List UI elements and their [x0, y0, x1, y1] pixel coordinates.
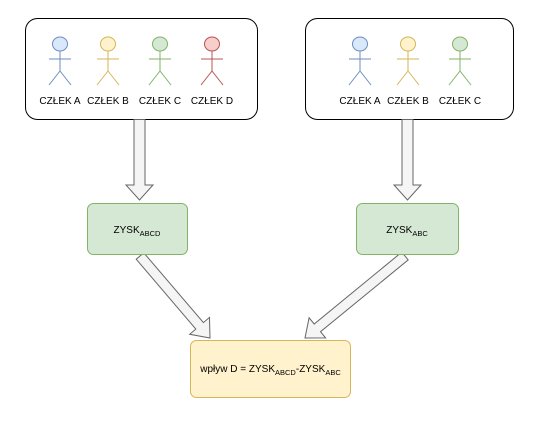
- profit-abc-label: ZYSKABC: [386, 225, 428, 238]
- profit-abc-node[interactable]: ZYSKABC: [356, 203, 459, 255]
- result-box: [190, 340, 351, 398]
- profit-abcd-label: ZYSKABCD: [114, 225, 162, 238]
- result-formula: wpływ D = ZYSKABCD-ZYSKABC: [199, 364, 341, 377]
- actor-left-b[interactable]: CZŁEK B: [87, 36, 129, 107]
- actor-head: [204, 36, 220, 52]
- actor-right-a[interactable]: CZŁEK A: [339, 36, 381, 107]
- actor-left-d[interactable]: CZŁEK D: [191, 36, 233, 107]
- actor-left-leg: [200, 70, 213, 86]
- actor-label: CZŁEK A: [39, 96, 80, 107]
- actor-icon: [396, 36, 420, 86]
- actor-right-leg: [59, 70, 72, 86]
- profit-abcd-box: [87, 203, 188, 255]
- actor-head: [52, 36, 68, 52]
- actor-left-leg: [48, 70, 61, 86]
- actor-icon: [96, 36, 120, 86]
- arrow-down-left[interactable]: [124, 119, 155, 201]
- actor-icon: [348, 36, 372, 86]
- actor-label: CZŁEK B: [387, 96, 429, 107]
- arrow-diagonal-right[interactable]: [304, 251, 409, 339]
- actor-left-leg: [148, 70, 161, 86]
- actor-head: [152, 36, 168, 52]
- actor-head: [352, 36, 368, 52]
- arrow-diagonal-left[interactable]: [135, 252, 211, 339]
- actor-left-leg: [96, 70, 109, 86]
- actor-right-leg: [359, 70, 372, 86]
- actor-right-leg: [407, 70, 420, 86]
- actor-label: CZŁEK C: [439, 96, 481, 107]
- actor-icon: [448, 36, 472, 86]
- profit-abcd-node[interactable]: ZYSKABCD: [87, 203, 188, 255]
- actor-right-leg: [459, 70, 472, 86]
- actor-icon: [48, 36, 72, 86]
- actor-right-b[interactable]: CZŁEK B: [387, 36, 429, 107]
- actor-icon: [200, 36, 224, 86]
- actor-right-c[interactable]: CZŁEK C: [439, 36, 481, 107]
- actor-right-leg: [159, 70, 172, 86]
- actor-icon: [148, 36, 172, 86]
- actor-head: [100, 36, 116, 52]
- actor-label: CZŁEK D: [191, 96, 233, 107]
- actor-left-leg: [348, 70, 361, 86]
- actor-label: CZŁEK B: [87, 96, 129, 107]
- actor-right-leg: [107, 70, 120, 86]
- actor-left-c[interactable]: CZŁEK C: [139, 36, 181, 107]
- actor-right-leg: [211, 70, 224, 86]
- actor-left-a[interactable]: CZŁEK A: [39, 36, 81, 107]
- actor-head: [452, 36, 468, 52]
- actor-left-leg: [448, 70, 461, 86]
- arrow-down-right[interactable]: [392, 119, 423, 201]
- result-node[interactable]: wpływ D = ZYSKABCD-ZYSKABC: [190, 340, 351, 398]
- actor-label: CZŁEK A: [339, 96, 380, 107]
- actor-head: [400, 36, 416, 52]
- actor-label: CZŁEK C: [139, 96, 181, 107]
- actor-left-leg: [396, 70, 409, 86]
- profit-abc-box: [356, 203, 459, 255]
